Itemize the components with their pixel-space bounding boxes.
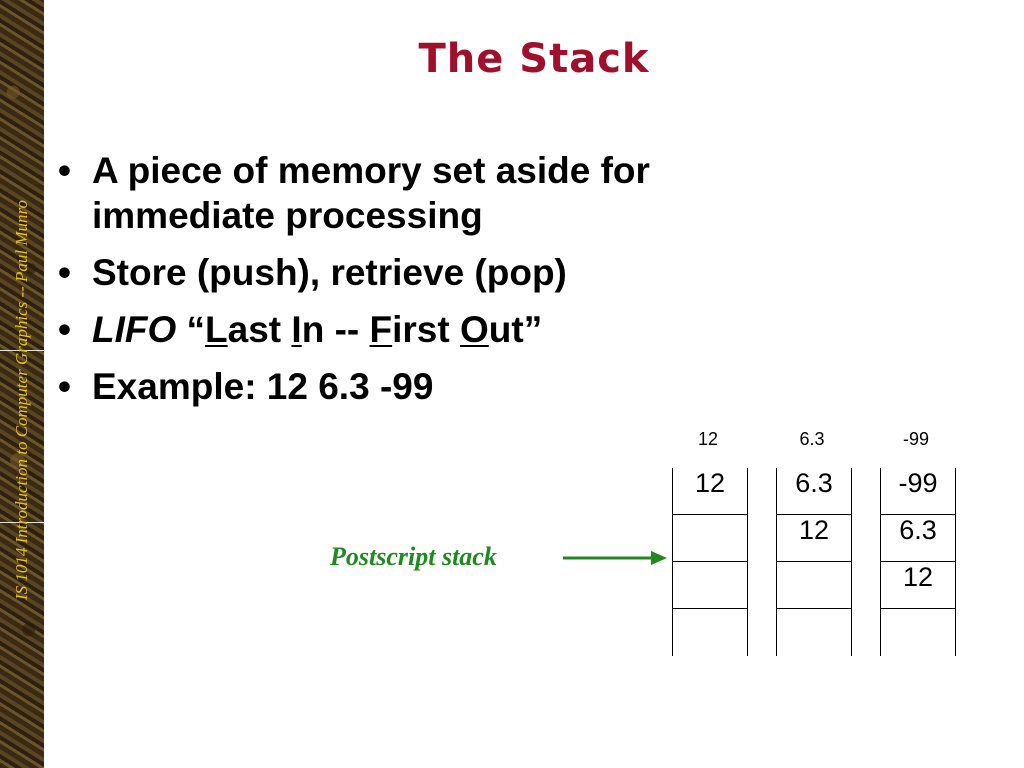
stack-cell: 12 <box>673 468 747 515</box>
arrow-right-icon <box>563 551 667 565</box>
stack-cell <box>673 562 747 609</box>
bullet-dot: • <box>58 150 71 191</box>
strip-divider-top <box>0 350 44 351</box>
lifo-term: LIFO <box>92 309 177 350</box>
stack-cell: 12 <box>881 562 955 609</box>
stack-cell: 6.3 <box>881 515 955 562</box>
bullet-dot: • <box>58 366 71 407</box>
bullet-dot: • <box>58 309 71 350</box>
stack-cell <box>673 515 747 562</box>
stack-cell <box>673 609 747 656</box>
bullet-dot: • <box>58 252 71 293</box>
stack-cell: 6.3 <box>777 468 851 515</box>
stack-column-1: 12 <box>672 468 748 656</box>
bullet-item-push-pop: • Store (push), retrieve (pop) <box>58 250 818 295</box>
stack-cell <box>777 609 851 656</box>
stack-header-2: 6.3 <box>799 429 825 449</box>
stack-cell: 12 <box>777 515 851 562</box>
stack-header-3: -99 <box>902 429 929 449</box>
strip-divider-bottom <box>0 522 44 523</box>
stack-header-1: 12 <box>697 429 719 449</box>
bullet-text: Store (push), retrieve (pop) <box>92 252 567 293</box>
stack-cell: -99 <box>881 468 955 515</box>
bullet-item-lifo: • LIFO “Last In -- First Out” <box>58 307 818 352</box>
stack-column-2: 6.3 12 <box>776 468 852 656</box>
sidebar-course-text: IS 1014 Introduction to Computer Graphic… <box>12 199 31 601</box>
postscript-stack-label: Postscript stack <box>330 542 497 571</box>
bullet-item-memory: • A piece of memory set aside for immedi… <box>58 148 818 238</box>
decorative-marble-strip: IS 1014 Introduction to Computer Graphic… <box>0 0 44 768</box>
lifo-definition: “Last In -- First Out” <box>186 309 543 350</box>
bullet-text: A piece of memory set aside for immediat… <box>92 150 650 236</box>
stack-column-3: -99 6.3 12 <box>880 468 956 656</box>
slide-title: The Stack <box>418 36 650 82</box>
stack-cell <box>881 609 955 656</box>
bullet-text: Example: 12 6.3 -99 <box>92 366 434 407</box>
bullet-list: • A piece of memory set aside for immedi… <box>58 148 818 421</box>
bullet-item-example: • Example: 12 6.3 -99 <box>58 364 818 409</box>
stack-cell <box>777 562 851 609</box>
